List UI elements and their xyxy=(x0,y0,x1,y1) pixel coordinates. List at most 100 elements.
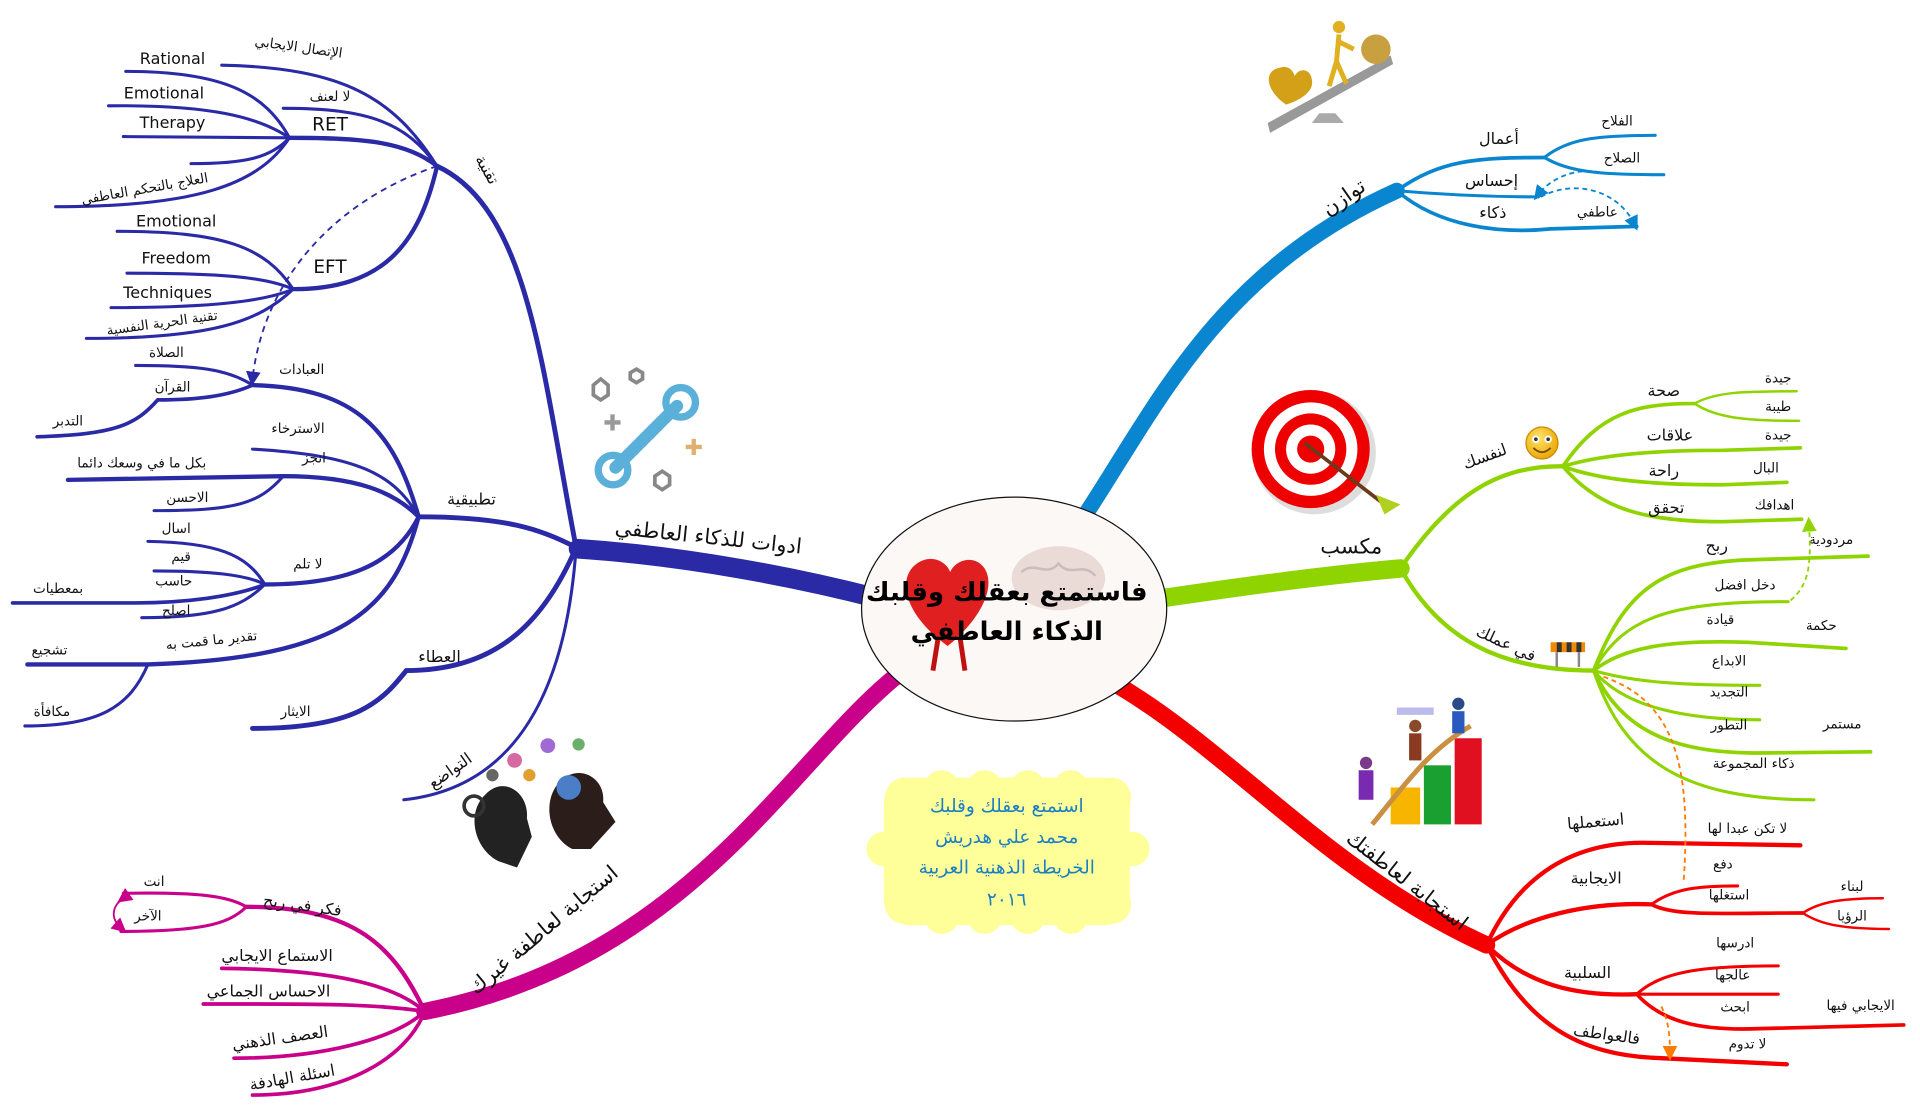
node-appreciate[interactable]: تقدير ما قمت به xyxy=(165,628,258,654)
smiley-icon xyxy=(1525,426,1559,460)
node-ret[interactable]: RET xyxy=(312,114,348,135)
node-push[interactable]: دفع xyxy=(1713,857,1733,873)
node-leadership[interactable]: قيادة xyxy=(1707,612,1735,628)
dashed-link-income-profitability xyxy=(1789,516,1817,602)
node-actions[interactable]: أعمال xyxy=(1479,128,1519,148)
node-better-income[interactable]: دخل افضل xyxy=(1714,577,1775,593)
node-positive[interactable]: الايجابية xyxy=(1571,868,1622,887)
node-giving[interactable]: العطاء xyxy=(418,647,461,666)
central-title-line1: فاستمتع بعقلك وقلبك xyxy=(866,577,1148,607)
node-for-self[interactable]: لنفسك xyxy=(1460,440,1509,473)
node-rational[interactable]: Rational xyxy=(140,49,205,68)
node-techniques[interactable]: Techniques xyxy=(122,283,212,302)
node-creativity[interactable]: الابداع xyxy=(1712,654,1746,670)
node-relations-good[interactable]: جيدة xyxy=(1765,427,1792,443)
branch-gain: مكسب لنفسك صحة جيدة طيبة علاقات جيدة راح… xyxy=(1137,371,1873,802)
node-best[interactable]: الاحسن xyxy=(166,490,208,506)
teamwork-chart-image xyxy=(1358,697,1482,826)
node-negative[interactable]: السلبية xyxy=(1564,963,1611,982)
node-emotional-ar[interactable]: عاطفي xyxy=(1577,205,1618,221)
node-achieve[interactable]: انجز xyxy=(301,451,326,467)
dashed-link-work-push xyxy=(1603,675,1687,884)
central-topic[interactable]: فاستمتع بعقلك وقلبك الذكاء العاطفي xyxy=(860,496,1168,722)
node-quran[interactable]: القرآن xyxy=(155,378,191,395)
node-intelligence[interactable]: ذكاء xyxy=(1479,203,1506,222)
node-use-it[interactable]: استعملها xyxy=(1566,809,1625,834)
node-calculate[interactable]: حاسب xyxy=(155,574,192,590)
node-profitability[interactable]: مردودية xyxy=(1809,532,1853,548)
node-dont-last[interactable]: لا تدوم xyxy=(1729,1036,1767,1052)
node-group-intelligence[interactable]: ذكاء المجموعة xyxy=(1713,756,1795,772)
node-positive-in-it[interactable]: الايجابي فيها xyxy=(1827,998,1895,1014)
dashed-link-righteousness-feeling xyxy=(1533,170,1601,201)
node-therapy[interactable]: Therapy xyxy=(139,113,206,132)
node-encourage[interactable]: تشجيع xyxy=(32,643,68,659)
node-fix[interactable]: اصلح xyxy=(162,603,190,619)
node-emotional[interactable]: Emotional xyxy=(124,83,204,102)
branch-other-response: استجابة لعاطفة غيرك فكر في ربح انت الآخر… xyxy=(110,665,908,1097)
node-ask[interactable]: اسال xyxy=(162,521,191,537)
node-reward[interactable]: مكافأة xyxy=(34,702,70,720)
node-freedom[interactable]: Freedom xyxy=(142,248,211,267)
node-with-data[interactable]: بمعطيات xyxy=(33,581,83,597)
node-eft[interactable]: EFT xyxy=(313,257,347,278)
node-technique[interactable]: تقنية xyxy=(471,151,503,187)
heart-image xyxy=(906,558,989,671)
node-evaluate[interactable]: قيم xyxy=(171,549,191,565)
central-title-line2: الذكاء العاطفي xyxy=(911,617,1103,647)
node-prayer[interactable]: الصلاة xyxy=(149,345,184,361)
node-build[interactable]: لبناء xyxy=(1841,879,1864,895)
node-no-blame[interactable]: لا تلم xyxy=(293,556,322,572)
node-no-violence[interactable]: لا لعنف xyxy=(310,89,351,105)
node-relaxation[interactable]: الاسترخاء xyxy=(271,421,324,437)
node-health-fine[interactable]: طيبة xyxy=(1765,399,1791,415)
node-applied[interactable]: تطبيقية xyxy=(447,489,496,508)
note-line-2: محمد علي هدريش xyxy=(935,827,1078,848)
node-achieve-goals[interactable]: تحقق xyxy=(1648,498,1684,517)
node-your-goals[interactable]: اهدافك xyxy=(1755,497,1795,513)
node-eft-emotional[interactable]: Emotional xyxy=(136,211,216,230)
node-other[interactable]: الآخر xyxy=(133,908,161,924)
node-development[interactable]: التطور xyxy=(1710,718,1748,734)
node-health[interactable]: صحة xyxy=(1648,381,1680,400)
brain-image xyxy=(1011,546,1106,611)
branch-label-gain[interactable]: مكسب xyxy=(1320,535,1382,559)
node-positive-listening[interactable]: الاستماع الايجابي xyxy=(221,946,332,966)
node-rest[interactable]: راحة xyxy=(1648,461,1679,481)
node-wisdom[interactable]: حكمة xyxy=(1806,618,1837,634)
node-vision[interactable]: الرؤيا xyxy=(1837,908,1867,924)
node-righteousness[interactable]: الصلاح xyxy=(1604,150,1640,166)
node-collective-feeling[interactable]: الاحساس الجماعي xyxy=(207,982,331,1002)
node-renewal[interactable]: التجديد xyxy=(1710,684,1749,700)
thinking-heads-image xyxy=(462,738,616,868)
node-worship[interactable]: العبادات xyxy=(279,362,324,378)
node-relations[interactable]: علاقات xyxy=(1647,425,1694,444)
node-positive-contact[interactable]: الإتصال الايجابي xyxy=(254,34,344,62)
dashed-link-search-emotions xyxy=(1660,1006,1678,1061)
node-continuous[interactable]: مستمر xyxy=(1822,716,1862,732)
node-reflection[interactable]: التدبر xyxy=(52,414,83,430)
node-targeted-questions[interactable]: اسئلة الهادفة xyxy=(248,1060,337,1095)
node-health-good[interactable]: جيدة xyxy=(1765,371,1792,387)
node-exploit[interactable]: استغلها xyxy=(1709,887,1750,903)
node-not-slave[interactable]: لا تكن عبدا لها xyxy=(1708,821,1788,837)
node-search[interactable]: ابحث xyxy=(1720,999,1750,1015)
dashed-link-technique-worship xyxy=(246,165,438,387)
node-you[interactable]: انت xyxy=(144,874,165,890)
node-achieve-detail[interactable]: بكل ما في وسعك دائما xyxy=(77,456,206,472)
wrench-icon: ✚ ✚ xyxy=(591,366,703,492)
node-altruism[interactable]: الايثار xyxy=(280,704,311,720)
node-success[interactable]: الفلاح xyxy=(1601,114,1633,130)
node-treat[interactable]: عالجها xyxy=(1715,967,1750,983)
node-peace-of-mind[interactable]: البال xyxy=(1753,460,1779,476)
node-feeling[interactable]: إحساس xyxy=(1465,171,1518,190)
double-arrow-you-other xyxy=(110,887,134,933)
node-profit[interactable]: ربح xyxy=(1705,536,1728,556)
node-study[interactable]: ادرسها xyxy=(1716,935,1754,951)
note-line-1: استمتع بعقلك وقلبك xyxy=(930,796,1084,817)
node-humility[interactable]: التواضع xyxy=(424,749,476,793)
svg-text:✚: ✚ xyxy=(603,411,622,437)
node-think-win[interactable]: فكر في ربح xyxy=(262,890,343,921)
node-brainstorm[interactable]: العصف الذهني xyxy=(231,1022,330,1055)
note-line-3: الخريطة الذهنية العربية xyxy=(919,858,1095,879)
